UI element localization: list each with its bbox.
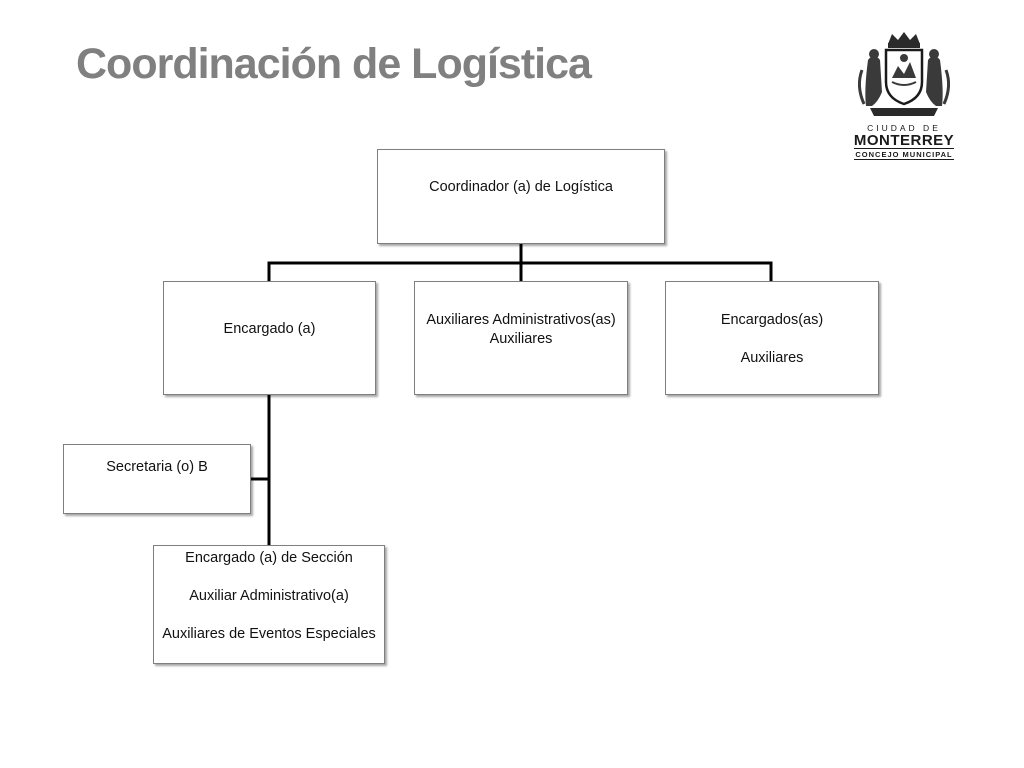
logo-council-label: CONCEJO MUNICIPAL: [855, 150, 953, 159]
org-node-coordinador: Coordinador (a) de Logística: [377, 149, 665, 244]
monterrey-logo: CIUDAD DE MONTERREY CONCEJO MUNICIPAL: [848, 30, 960, 162]
org-node-label: Auxiliares: [489, 331, 553, 347]
org-node-secretaria: Secretaria (o) B: [63, 444, 251, 514]
org-node-label: Encargados(as): [720, 312, 824, 328]
logo-city-name: MONTERREY: [853, 132, 955, 149]
org-node-seccion: Encargado (a) de Sección Auxiliar Admini…: [153, 545, 385, 664]
org-node-label: Secretaria (o) B: [106, 459, 208, 475]
logo-divider-bottom: [854, 159, 954, 160]
logo-city-label: CIUDAD DE: [867, 123, 941, 133]
org-node-auxiliares-administrativos: Auxiliares Administrativos(as) Auxiliare…: [414, 281, 628, 395]
org-node-encargados: Encargados(as) Auxiliares: [665, 281, 879, 395]
logo-divider: [854, 148, 954, 149]
org-node-label: Auxiliar Administrativo(a): [189, 588, 349, 604]
org-node-label: Auxiliares: [740, 350, 804, 366]
page-title: Coordinación de Logística: [76, 40, 592, 88]
org-node-encargado: Encargado (a): [163, 281, 376, 395]
org-node-label: Auxiliares Administrativos(as): [426, 312, 616, 328]
org-node-label: Encargado (a) de Sección: [185, 550, 353, 566]
org-node-label: Auxiliares de Eventos Especiales: [162, 626, 376, 642]
coat-of-arms-icon: [857, 32, 951, 116]
org-node-label: Encargado (a): [223, 321, 316, 337]
org-node-label: Coordinador (a) de Logística: [429, 179, 613, 195]
